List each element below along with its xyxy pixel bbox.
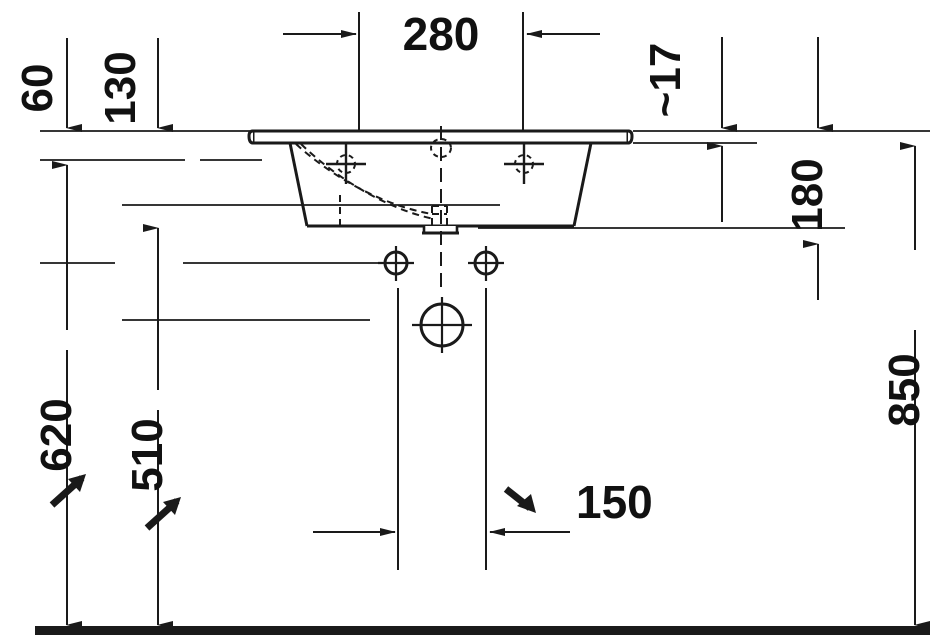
dimension-180: 180 [783, 37, 833, 300]
extension-lines [40, 130, 930, 321]
dim-150-label: 150 [576, 476, 653, 528]
dimension-150: 150 [313, 476, 653, 536]
dim-60-label: 60 [13, 64, 62, 113]
rim-centre-mark [430, 138, 452, 158]
dim-150-arrow-glyph-head [517, 494, 536, 513]
waste-connection [412, 297, 472, 353]
basin-geometry [247, 126, 634, 290]
dim-280-label: 280 [403, 8, 480, 60]
dimension-850: 850 [880, 142, 930, 629]
dimension-620: 620 [32, 161, 86, 629]
dimension-510: 510 [123, 224, 181, 629]
dim-850-label: 850 [880, 353, 929, 426]
supply-connection-right [468, 246, 504, 281]
tap-hole-marker-left [326, 144, 366, 184]
tap-hole-marker-right [504, 144, 544, 184]
dim-130-label: 130 [96, 51, 145, 124]
wall-connection-symbols [378, 246, 504, 353]
dimension-60: 60 [13, 38, 82, 132]
dim-620-arrow-glyph-head [68, 474, 86, 492]
dim-17-label: ~17 [641, 43, 690, 118]
dim-180-label: 180 [783, 158, 832, 231]
supply-connection-left [378, 246, 414, 281]
witness-lines [358, 12, 524, 570]
overflow-channel [295, 143, 448, 226]
dim-510-label: 510 [123, 418, 172, 491]
dimension-280: 280 [283, 8, 600, 60]
dim-510-arrow-glyph-head [163, 497, 181, 515]
floor-line [35, 626, 930, 635]
dimension-130: 130 [96, 38, 173, 132]
dim-620-label: 620 [32, 398, 81, 471]
dimension-17: ~17 [641, 37, 737, 222]
